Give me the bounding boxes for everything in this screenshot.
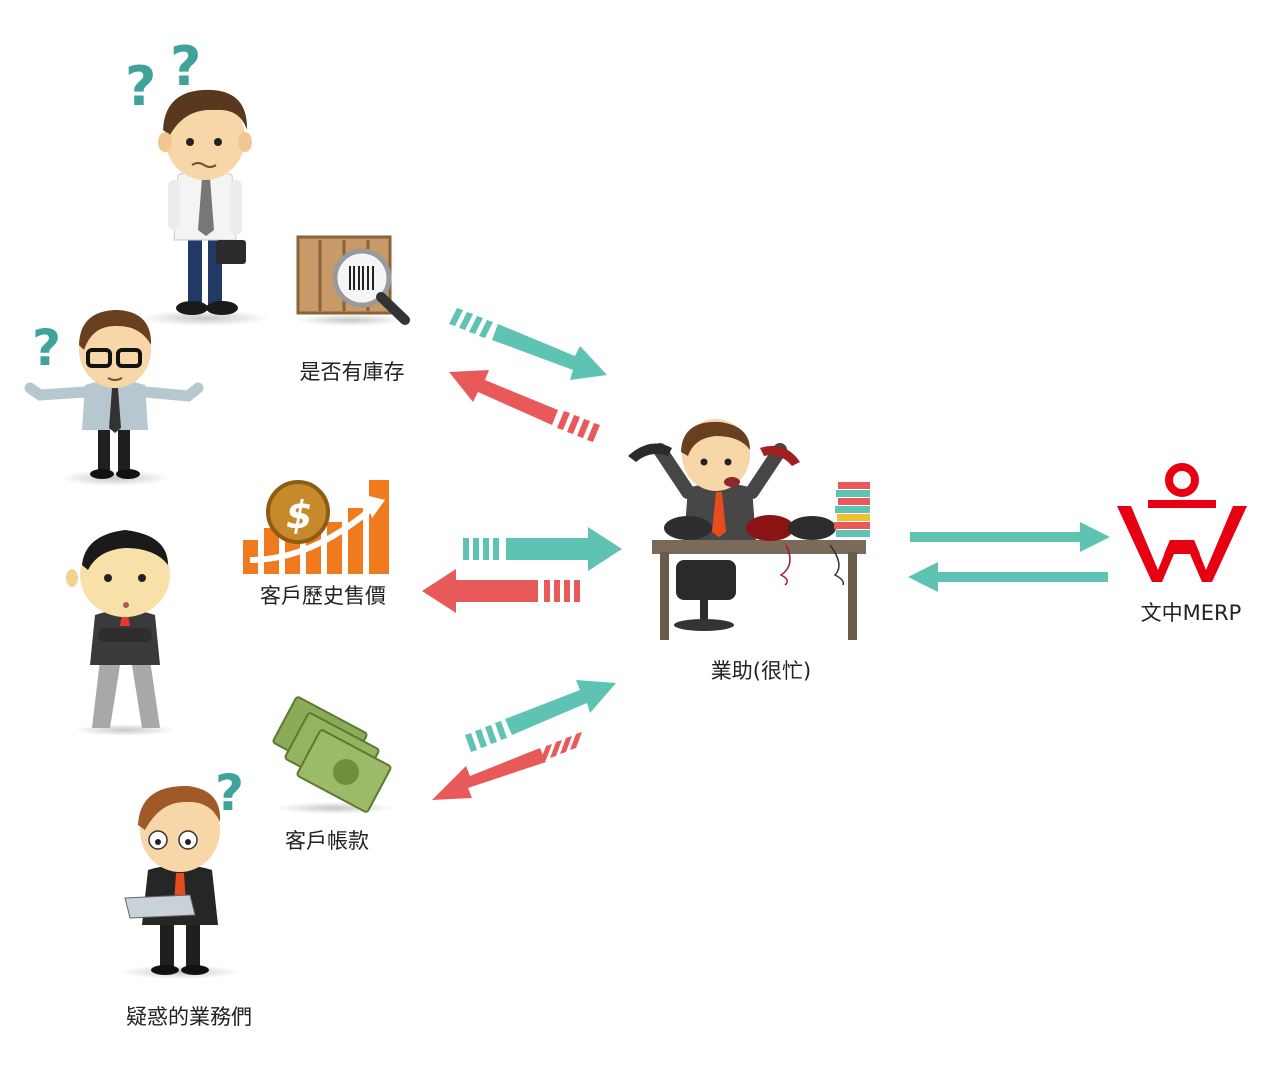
question-mark-icon: ?	[215, 764, 244, 822]
salesperson-4: ?	[120, 764, 244, 979]
crate-barcode-search-icon	[295, 235, 410, 326]
desk-phone-icon	[664, 516, 712, 540]
question-mark-icon: ?	[32, 319, 61, 377]
question-mark-icon: ?	[125, 55, 156, 118]
salesperson-2: ?	[24, 310, 204, 486]
label-price-history: 客戶歷史售價	[260, 584, 386, 608]
arrow-price-response	[422, 569, 580, 613]
label-salespeople: 疑惑的業務們	[126, 1005, 252, 1029]
wenzhong-logo-icon	[1117, 463, 1247, 582]
desk-phone-icon	[746, 515, 794, 541]
salesperson-1: ? ?	[125, 35, 270, 326]
desk-phone-icon	[788, 516, 836, 540]
arrow-stock-response	[449, 370, 600, 442]
arrow-erp-request	[910, 522, 1110, 552]
tablet-icon	[124, 894, 196, 919]
arrow-erp-response	[908, 562, 1108, 592]
label-assistant: 業助(很忙)	[711, 659, 811, 683]
dollar-growth-chart-icon: $	[243, 480, 389, 574]
arrow-account-request	[465, 680, 616, 752]
question-mark-icon: ?	[170, 35, 201, 98]
label-stock: 是否有庫存	[300, 360, 405, 384]
label-account: 客戶帳款	[285, 829, 369, 853]
phone-handset-icon	[760, 445, 800, 466]
arrow-account-response	[432, 732, 582, 800]
arrow-price-request	[463, 527, 622, 571]
briefcase-icon	[216, 240, 246, 264]
svg-text:$: $	[286, 493, 312, 537]
money-stack-icon	[272, 696, 395, 814]
salesperson-3	[66, 530, 175, 736]
arrow-stock-request	[449, 308, 607, 380]
label-erp: 文中MERP	[1141, 601, 1242, 625]
phone-handset-icon	[628, 443, 672, 462]
book-stack-icon	[834, 482, 870, 537]
busy-assistant	[628, 419, 870, 640]
